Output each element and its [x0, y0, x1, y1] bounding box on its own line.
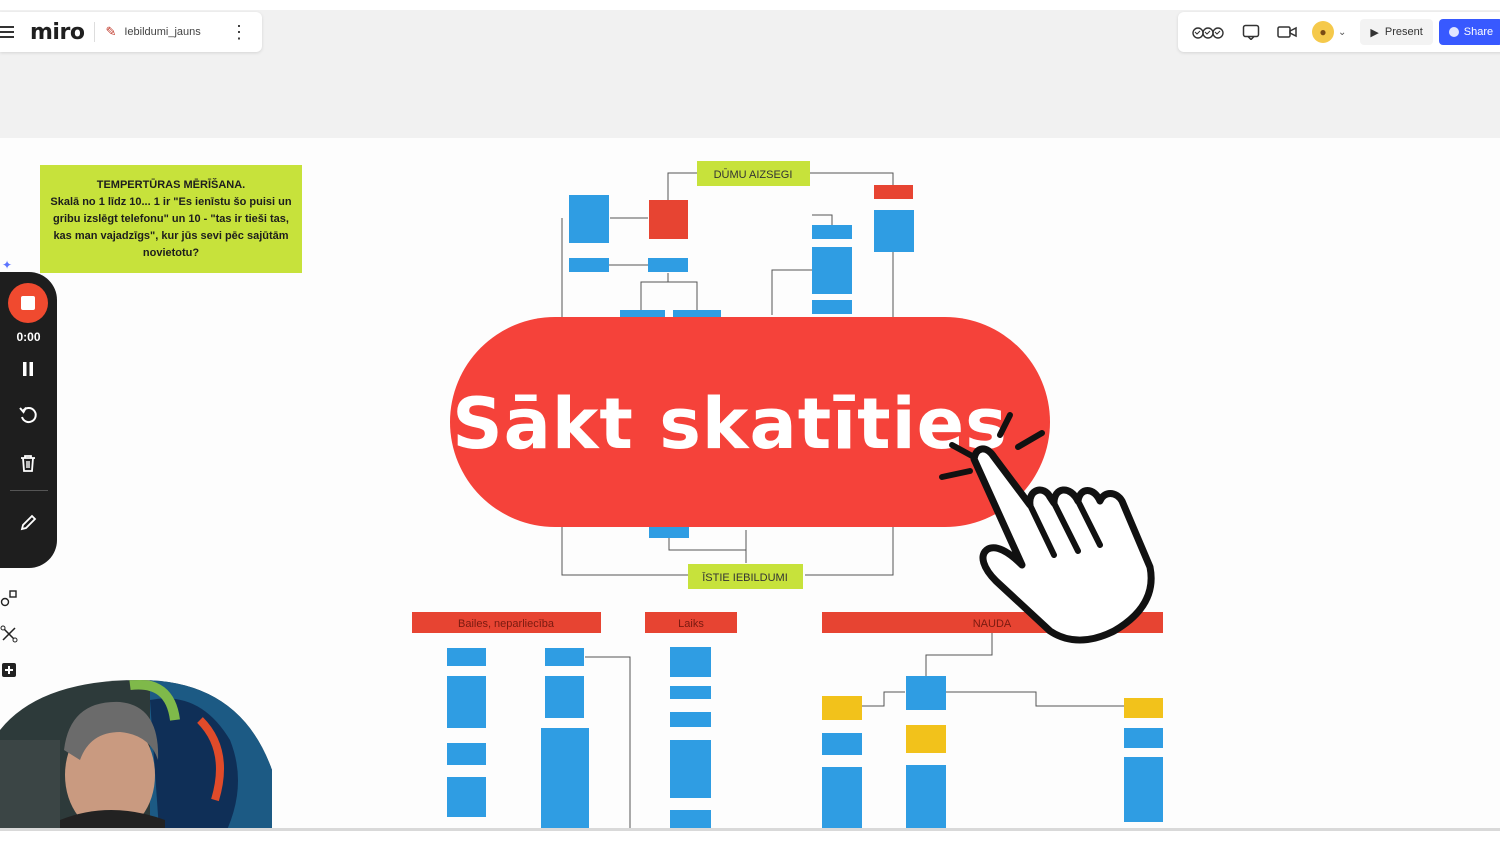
- comment-icon[interactable]: [1240, 23, 1262, 41]
- share-icon: [1448, 27, 1459, 37]
- label-istie-iebildumi-box: [688, 564, 803, 589]
- play-icon: ▶: [1370, 26, 1379, 39]
- middle-label-group: ĪSTIE IEBILDUMI: [688, 564, 803, 589]
- user-avatar[interactable]: ●: [1312, 21, 1334, 43]
- ai-sparkle-icon[interactable]: ✦: [2, 258, 13, 272]
- stop-record-button[interactable]: [8, 283, 48, 323]
- collab-toolbar: ● ⌄ ▶ Present Share: [1178, 12, 1500, 52]
- present-button[interactable]: ▶ Present: [1360, 19, 1433, 45]
- sticky-title: TEMPERTŪRAS MĒRĪŠANA.: [96, 179, 246, 191]
- stop-icon: [21, 296, 35, 310]
- present-label: Present: [1384, 26, 1423, 38]
- pause-icon[interactable]: [14, 355, 42, 383]
- pointing-hand-icon: [939, 412, 1155, 644]
- restart-icon[interactable]: [14, 401, 42, 429]
- yellow-nodes: [822, 696, 1163, 753]
- board-emoji-icon: ✎: [105, 24, 117, 39]
- bottom-nodes: [447, 647, 1163, 828]
- top-nodes: [569, 185, 914, 538]
- top-label-group: DŪMU AIZSEGI: [697, 161, 810, 186]
- label-istie-iebildumi: ĪSTIE IEBILDUMI: [702, 572, 788, 584]
- webcam-video: [0, 680, 272, 844]
- board-name[interactable]: Iebildumi_jauns: [124, 26, 201, 38]
- label-dumu-aizsegi: DŪMU AIZSEGI: [714, 169, 793, 181]
- miro-logo[interactable]: miro: [30, 19, 85, 45]
- record-time: 0:00: [16, 330, 41, 344]
- shapes-icon[interactable]: [0, 589, 18, 607]
- top-edge: [0, 0, 1500, 10]
- divider: [94, 22, 96, 42]
- recorder-divider: [10, 490, 48, 491]
- video-call-icon[interactable]: [1276, 23, 1298, 41]
- label-dumu-aizsegi-box: [697, 161, 810, 186]
- category-nauda: NAUDA: [973, 618, 1012, 630]
- menu-icon[interactable]: [0, 26, 16, 38]
- category-laiks: Laiks: [678, 618, 704, 630]
- trash-icon[interactable]: [14, 449, 42, 477]
- board-header: miro ✎ Iebildumi_jauns ⋮: [0, 12, 262, 52]
- pen-icon[interactable]: [14, 509, 42, 537]
- category-bailes: Bailes, neparliecība: [458, 618, 555, 630]
- progress-strip: [0, 828, 1500, 844]
- add-icon[interactable]: [0, 661, 18, 679]
- more-options-icon[interactable]: ⋮: [230, 22, 248, 42]
- sticky-body: Skalā no 1 līdz 10... 1 ir "Es ienīstu š…: [50, 196, 292, 259]
- chevron-down-icon[interactable]: ⌄: [1338, 26, 1347, 38]
- reactions-icon[interactable]: [1192, 23, 1226, 41]
- start-watching-label: Sākt skatīties: [452, 383, 1008, 465]
- sticky-note[interactable]: TEMPERTŪRAS MĒRĪŠANA. Skalā no 1 līdz 10…: [40, 165, 302, 273]
- connector-icon[interactable]: [0, 625, 18, 643]
- share-label: Share: [1463, 26, 1494, 38]
- share-button[interactable]: Share: [1438, 19, 1500, 45]
- start-watching-button[interactable]: Sākt skatīties: [450, 317, 1050, 527]
